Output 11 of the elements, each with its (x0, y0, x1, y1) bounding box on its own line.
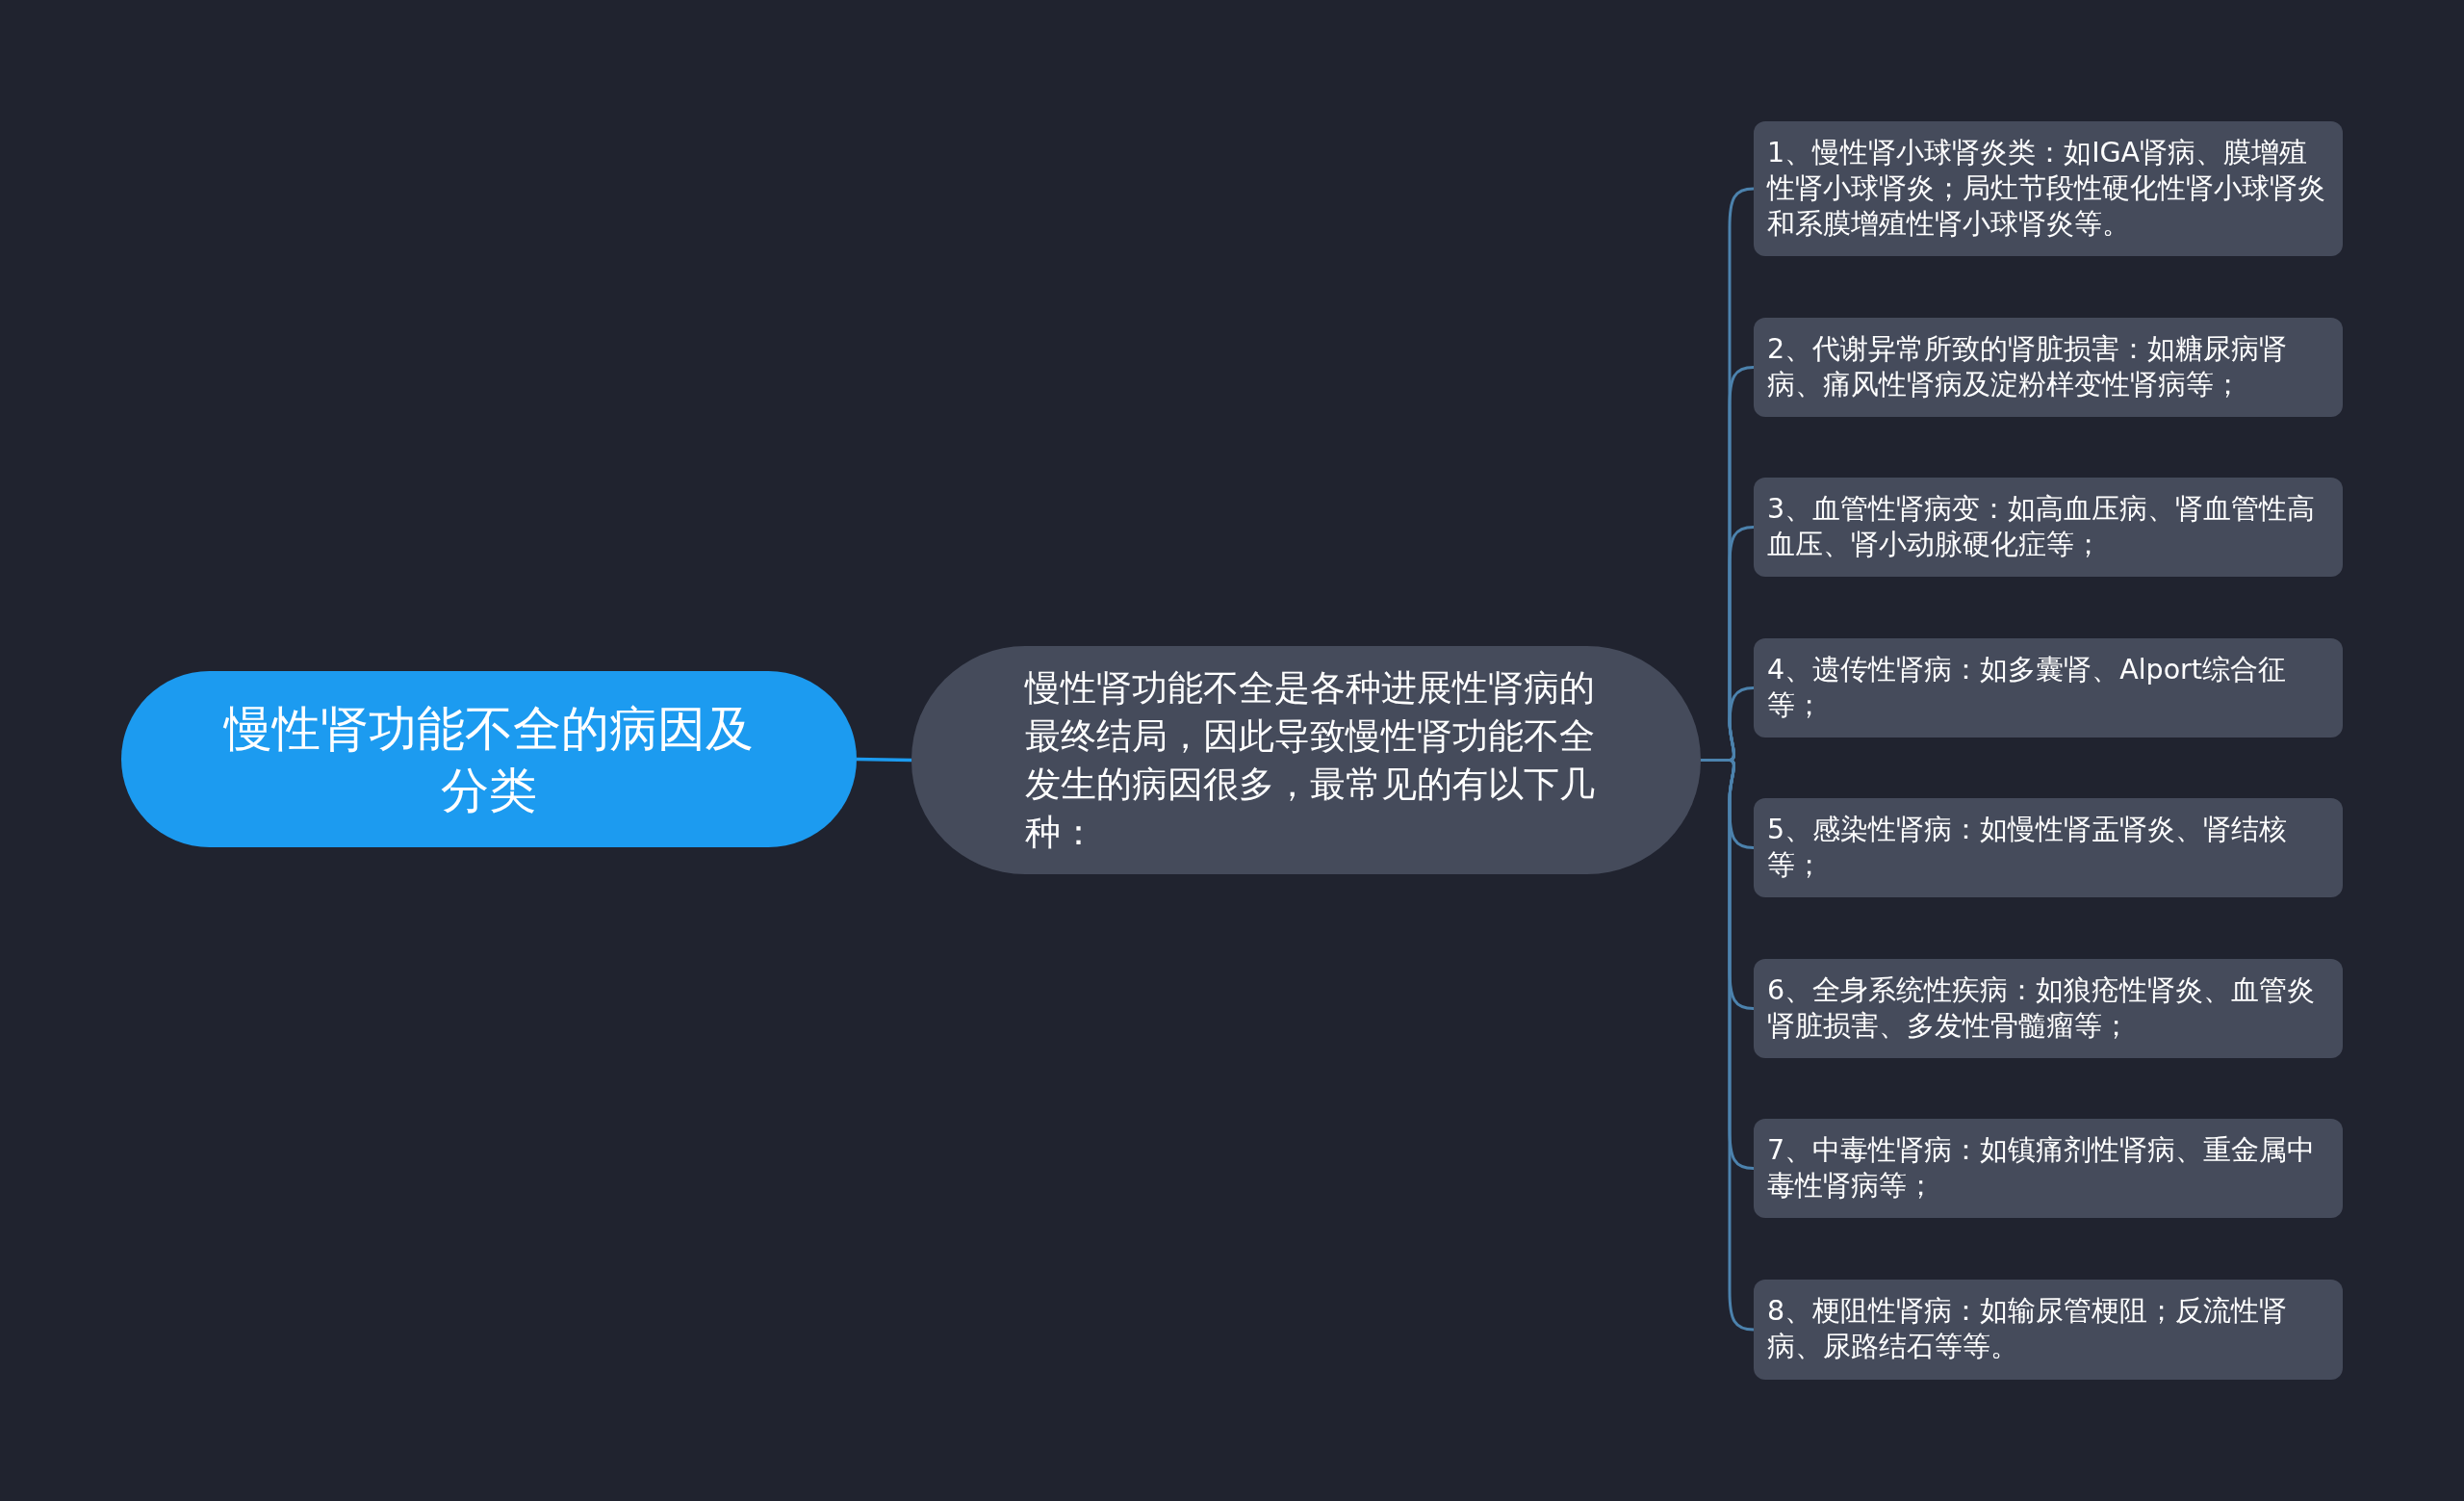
connector-line (856, 757, 912, 763)
subtopic-box: 1、慢性肾小球肾炎类：如IGA肾病、膜增殖性肾小球肾炎；局灶节段性硬化性肾小球肾炎和系膜增殖性肾小球肾炎等。 (1754, 121, 2343, 256)
subtopic-box: 2、代谢异常所致的肾脏损害：如糖尿病肾病、痛风性肾病及淀粉样变性肾病等； (1754, 318, 2343, 417)
subtopic-box: 6、全身系统性疾病：如狼疮性肾炎、血管炎肾脏损害、多发性骨髓瘤等； (1754, 959, 2343, 1058)
subtopic-box: 4、遗传性肾病：如多囊肾、Alport综合征等； (1754, 638, 2343, 738)
subtopic-box: 5、感染性肾病：如慢性肾盂肾炎、肾结核等； (1754, 798, 2343, 897)
subtopic-box: 7、中毒性肾病：如镇痛剂性肾病、重金属中毒性肾病等； (1754, 1119, 2343, 1218)
subtopic-box: 8、梗阻性肾病：如输尿管梗阻；反流性肾病、尿路结石等等。 (1754, 1280, 2343, 1380)
topic-box: 慢性肾功能不全是各种进展性肾病的最终结局，因此导致慢性肾功能不全发生的病因很多，最常见的有以下几种： (911, 646, 1701, 874)
root-topic: 慢性肾功能不全的病因及分类 (121, 671, 857, 847)
subtopic-box: 3、血管性肾病变：如高血压病、肾血管性高血压、肾小动脉硬化症等； (1754, 478, 2343, 577)
